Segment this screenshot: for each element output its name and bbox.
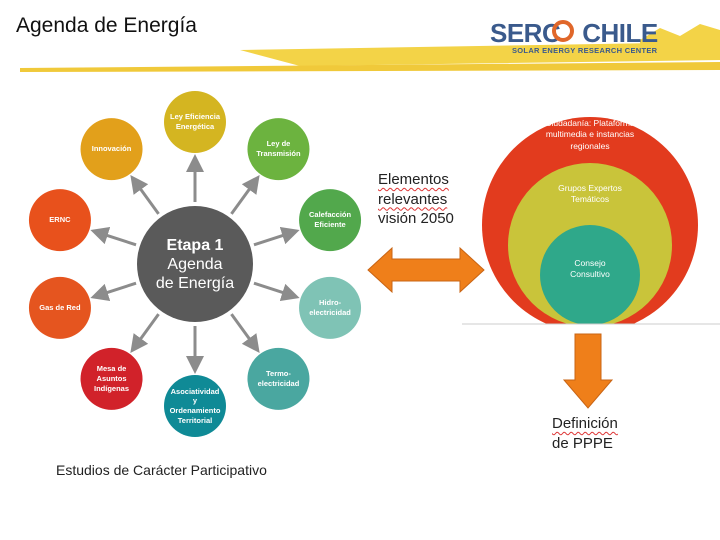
ring-outer-label: Ciudadanía: Plataforma multimedia e inst… [545, 118, 635, 151]
header-band-peaks [640, 24, 720, 44]
logo-name-part2: CHILE [582, 18, 658, 48]
node-label: Innovación [91, 144, 132, 154]
studies-caption: Estudios de Carácter Participativo [56, 462, 267, 478]
node-circle [28, 276, 91, 339]
elements-line1: Elementos [378, 171, 449, 188]
node-circle [80, 118, 143, 181]
spoke-arrow [130, 313, 160, 353]
spoke-arrow [130, 175, 160, 215]
sun-icon [552, 20, 574, 42]
node-label: Mesa de Asuntos Indígenas [94, 364, 130, 393]
elements-text: Elementos relevantes visión 2050 [378, 170, 454, 229]
spoke-arrow [253, 227, 300, 247]
node-circle [80, 347, 143, 410]
logo-name: SERC CHILE [490, 18, 658, 49]
ring-inner [540, 225, 640, 325]
node-label: Hidro-electricidad [309, 298, 351, 317]
node-label: Ley Eficiencia Energética [169, 112, 221, 131]
node-circle [247, 118, 310, 181]
node-label: Termo-electricidad [257, 369, 300, 388]
header-band-upper [240, 42, 720, 66]
definition-line1: Definición [552, 415, 618, 432]
elements-line3: visión 2050 [378, 210, 454, 227]
hub-line1: Etapa 1 [166, 237, 224, 254]
definition-text: Definición de PPPE [552, 414, 618, 453]
node-circle [299, 189, 362, 252]
logo-name-part1: SERC [490, 18, 561, 48]
node-label: ERNC [49, 215, 71, 225]
hub-line2: Agenda [167, 256, 223, 274]
down-arrow [562, 333, 614, 409]
spoke-arrow [253, 281, 300, 301]
definition-line2: de PPPE [552, 434, 613, 452]
elements-line2: relevantes [378, 190, 448, 208]
double-arrow-shape [367, 246, 485, 294]
spoke-arrow [230, 313, 260, 353]
hub-line3: de Energía [155, 275, 235, 293]
spoke-arrow [90, 227, 137, 247]
node-circle [299, 276, 362, 339]
header-band-lower [20, 62, 720, 72]
header-band [20, 24, 720, 72]
node-circle [247, 347, 310, 410]
node-circle [164, 375, 226, 437]
hub-title: Etapa 1 Agenda de Energía [137, 236, 253, 294]
hub-circle [137, 206, 253, 322]
node-label: Asociatividad y Ordenamiento Territorial [169, 386, 221, 425]
node-circle [28, 189, 91, 252]
logo-subtitle: SOLAR ENERGY RESEARCH CENTER [512, 46, 658, 55]
serc-chile-logo: SERC CHILE SOLAR ENERGY RESEARCH CENTER [490, 12, 660, 56]
ring-middle-label: Grupos Expertos Temáticos [558, 183, 622, 205]
node-label: Ley de Transmisión [256, 139, 301, 159]
spoke-arrow [90, 281, 137, 301]
node-circle [164, 91, 226, 153]
spoke-arrow [230, 175, 260, 215]
ring-inner-label: Consejo Consultivo [570, 258, 610, 280]
page-title: Agenda de Energía [16, 14, 197, 37]
node-label: Gas de Red [39, 303, 81, 312]
node-label: Calefacción Eficiente [308, 210, 352, 230]
